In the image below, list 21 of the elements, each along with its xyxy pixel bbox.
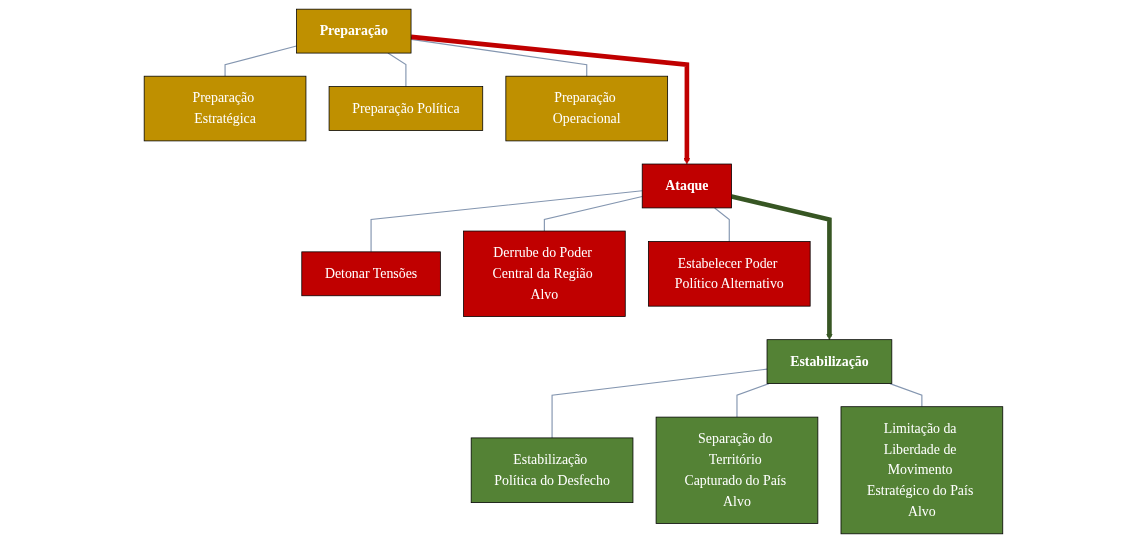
node-box: Preparação: [295, 8, 411, 54]
connector: [888, 383, 922, 408]
arrow: [410, 34, 690, 165]
connector: [410, 38, 587, 77]
node-box: Limitação da Liberdade de Movimento Estratégico do País Alvo: [840, 406, 1003, 535]
node-box: Detonar Tensões: [300, 251, 441, 297]
node-box: Separação do Território Capturado do País Alvo: [655, 416, 818, 524]
connector: [224, 45, 297, 77]
node-box: Derrube do Poder Central da Região Alvo: [462, 230, 626, 317]
node-box: Estabilização: [766, 339, 892, 384]
connector: [551, 368, 768, 439]
node-box: Estabelecer Poder Político Alternativo: [647, 241, 811, 307]
node-box: Ataque: [641, 163, 732, 209]
connector: [370, 190, 643, 253]
node-box: Estabilização Política do Desfecho: [470, 437, 633, 503]
node-box: Preparação Estratégica: [143, 75, 306, 142]
connector: [543, 195, 643, 232]
connector: [713, 207, 730, 243]
node-box: Preparação Política: [328, 86, 483, 131]
arrow: [730, 194, 833, 340]
node-box: Preparação Operacional: [505, 75, 668, 142]
